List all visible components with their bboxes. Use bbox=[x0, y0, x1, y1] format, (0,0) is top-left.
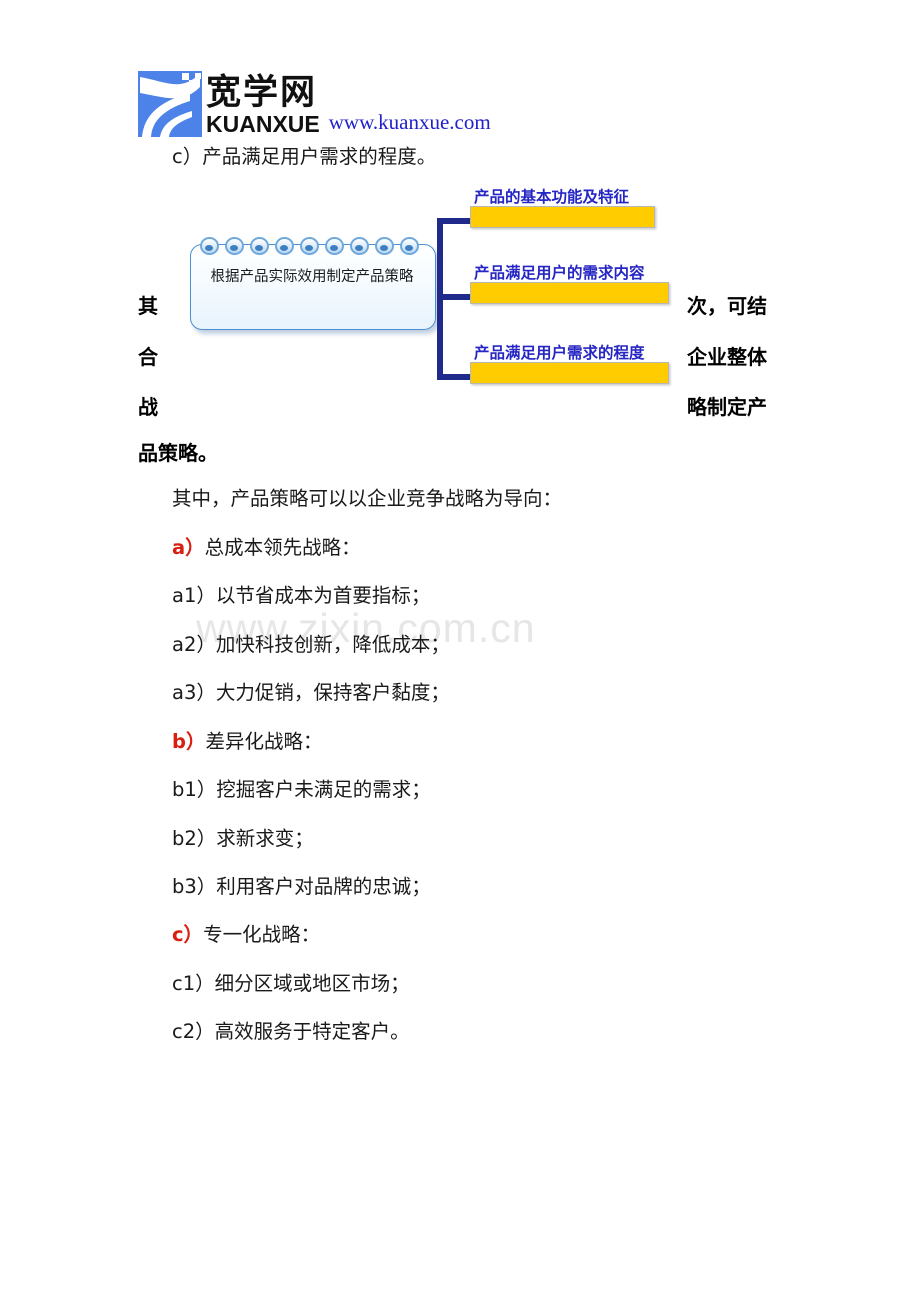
list-item: c）专一化战略： bbox=[172, 923, 320, 947]
list-text: 利用客户对品牌的忠诚； bbox=[216, 875, 431, 898]
notepad-shape bbox=[190, 244, 436, 330]
wrap-left-2: 合 bbox=[138, 345, 158, 369]
list-marker: a） bbox=[172, 536, 205, 559]
list-text: 差异化战略： bbox=[205, 730, 323, 753]
site-logo-header: 宽学网 KUANXUE www.kuanxue.com bbox=[138, 57, 491, 137]
list-item: c1）细分区域或地区市场； bbox=[172, 972, 410, 996]
list-text: 加快科技创新，降低成本； bbox=[215, 633, 450, 656]
list-item: a1）以节省成本为首要指标； bbox=[172, 584, 430, 608]
list-marker: b1） bbox=[172, 778, 217, 801]
list-item: a）总成本领先战略： bbox=[172, 536, 361, 560]
wrap-left-3: 战 bbox=[138, 395, 158, 419]
list-marker: b） bbox=[172, 730, 206, 753]
branch-2-bar bbox=[470, 282, 669, 304]
notepad-spiral-rings-icon bbox=[200, 237, 430, 255]
list-marker: c1） bbox=[172, 972, 215, 995]
figure-top-clip bbox=[0, 0, 920, 10]
diagram-center-node: 根据产品实际效用制定产品策略 bbox=[190, 237, 438, 333]
branch-3-label: 产品满足用户需求的程度 bbox=[474, 344, 645, 362]
list-item: b2）求新求变； bbox=[172, 827, 314, 851]
branch-2-label: 产品满足用户的需求内容 bbox=[474, 264, 645, 282]
branch-1-label: 产品的基本功能及特征 bbox=[474, 188, 630, 206]
list-text: 专一化战略： bbox=[203, 923, 321, 946]
list-text: 细分区域或地区市场； bbox=[214, 972, 410, 995]
wrap-left-1: 其 bbox=[138, 294, 158, 318]
wrap-right-2: 企业整体 bbox=[687, 345, 767, 369]
list-marker: b3） bbox=[172, 875, 217, 898]
wrap-right-1: 次，可结 bbox=[687, 294, 767, 318]
logo-wordmark: 宽学网 KUANXUE bbox=[206, 69, 320, 137]
list-marker: c） bbox=[172, 923, 204, 946]
logo-english-name: KUANXUE bbox=[206, 111, 320, 137]
list-item: b）差异化战略： bbox=[172, 730, 322, 754]
diagram-branch-2: 产品满足用户的需求内容 bbox=[470, 264, 669, 304]
list-item: b3）利用客户对品牌的忠诚； bbox=[172, 875, 431, 899]
list-text: 求新求变； bbox=[216, 827, 314, 850]
logo-chinese-name: 宽学网 bbox=[206, 73, 318, 113]
list-text: 高效服务于特定客户。 bbox=[214, 1020, 410, 1043]
wrap-left-4: 品策略。 bbox=[138, 441, 218, 465]
list-text: 挖掘客户未满足的需求； bbox=[216, 778, 431, 801]
list-text: 总成本领先战略： bbox=[204, 536, 361, 559]
list-marker: a3） bbox=[172, 681, 216, 704]
wrap-right-3: 略制定产 bbox=[687, 395, 767, 419]
list-text: 大力促销，保持客户黏度； bbox=[215, 681, 450, 704]
kuanxue-logo-icon bbox=[138, 71, 202, 137]
logo-website-url: www.kuanxue.com bbox=[328, 110, 491, 134]
intro-line: c）产品满足用户需求的程度。 bbox=[172, 145, 437, 168]
branch-3-bar bbox=[470, 362, 669, 384]
lead-line: 其中，产品策略可以以企业竞争战略为导向： bbox=[172, 487, 563, 510]
diagram-branch-1: 产品的基本功能及特征 bbox=[470, 188, 655, 228]
list-text: 以节省成本为首要指标； bbox=[215, 584, 431, 607]
list-item: c2）高效服务于特定客户。 bbox=[172, 1020, 410, 1044]
list-item: b1）挖掘客户未满足的需求； bbox=[172, 778, 431, 802]
diagram-branch-3: 产品满足用户需求的程度 bbox=[470, 344, 669, 384]
list-marker: a2） bbox=[172, 633, 216, 656]
list-item: a3）大力促销，保持客户黏度； bbox=[172, 681, 450, 705]
list-marker: b2） bbox=[172, 827, 217, 850]
list-marker: a1） bbox=[172, 584, 216, 607]
list-item: a2）加快科技创新，降低成本； bbox=[172, 633, 450, 657]
list-marker: c2） bbox=[172, 1020, 215, 1043]
center-node-label: 根据产品实际效用制定产品策略 bbox=[210, 269, 414, 285]
product-strategy-diagram: 根据产品实际效用制定产品策略 产品的基本功能及特征 产品满足用户的需求内容 产品… bbox=[0, 188, 920, 400]
branch-1-bar bbox=[470, 206, 655, 228]
